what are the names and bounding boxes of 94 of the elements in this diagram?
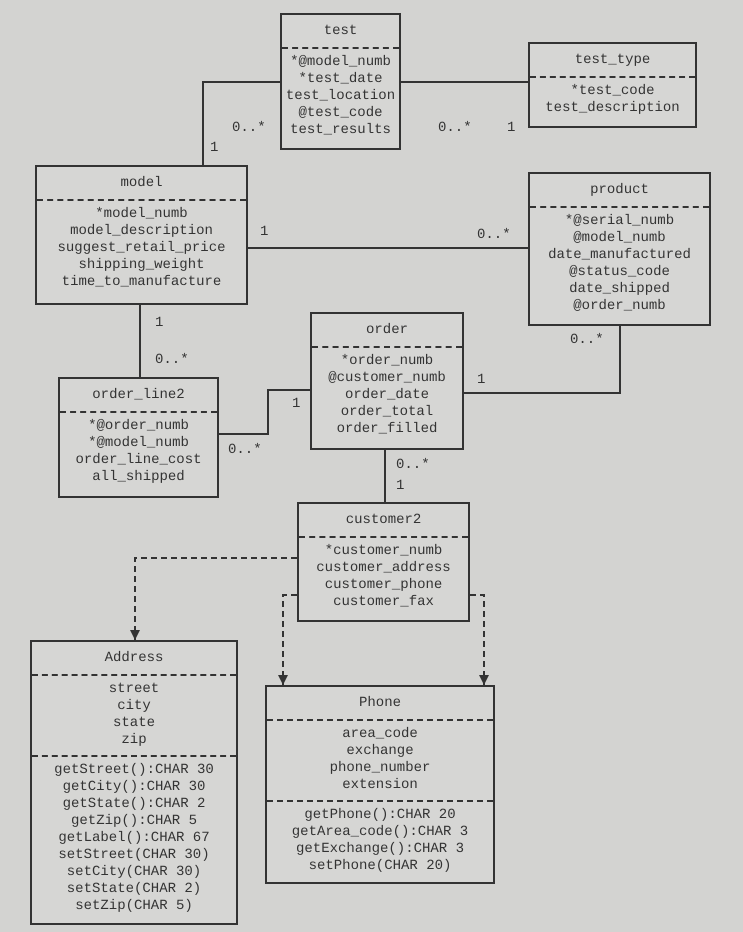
class-name: product <box>590 182 649 198</box>
multiplicity-label: 0..* <box>232 120 266 136</box>
multiplicity-label: 1 <box>260 224 268 240</box>
attribute-text: *@order_numb <box>88 418 189 435</box>
multiplicity-label: 0..* <box>438 120 472 136</box>
class-name: Phone <box>358 694 401 712</box>
class-box <box>35 165 248 305</box>
class-box <box>310 312 464 450</box>
attribute-text: order_total <box>340 404 434 421</box>
multiplicity-label: 1 <box>292 396 300 412</box>
attribute-text: order_line_cost <box>75 452 202 469</box>
attribute-text: city <box>117 698 151 715</box>
method-text: getPhone():CHAR 20 <box>304 807 456 824</box>
attribute-text: suggest_retail_price <box>57 240 226 257</box>
attribute-text: street <box>108 681 160 698</box>
association-line <box>139 305 141 377</box>
class-name: model <box>120 174 162 192</box>
multiplicity-label: 1 <box>396 478 404 494</box>
attribute-text: extension <box>342 777 418 794</box>
class-box <box>58 377 219 498</box>
dependency-arrow <box>470 594 489 685</box>
class-name: customer2 <box>346 512 422 528</box>
attribute-text: @order_numb <box>573 298 666 315</box>
attribute-text: customer_phone <box>324 577 442 594</box>
attribute-text: order_date <box>344 387 429 404</box>
attribute-text: date_manufactured <box>548 247 691 264</box>
attribute-text: @customer_numb <box>328 370 446 387</box>
multiplicity-label: 0..* <box>477 227 511 243</box>
class-box <box>30 640 238 925</box>
class-box <box>297 502 470 622</box>
attribute-text: test_description <box>545 100 680 117</box>
method-text: getLabel():CHAR 67 <box>58 830 210 847</box>
method-text: setState(CHAR 2) <box>66 881 202 898</box>
class-name: test_type <box>574 52 650 68</box>
multiplicity-label: 1 <box>155 315 164 331</box>
class-name: order_line2 <box>92 386 185 404</box>
attribute-text: @test_code <box>298 105 382 122</box>
attribute-text: customer_address <box>316 560 451 577</box>
attribute-text: shipping_weight <box>78 257 205 274</box>
attribute-text: phone_number <box>330 760 430 777</box>
attribute-text: *model_numb <box>95 206 188 223</box>
attribute-text: customer_fax <box>333 594 434 611</box>
attribute-text: order_filled <box>336 421 438 438</box>
attribute-text: @status_code <box>569 264 670 281</box>
association-line <box>248 247 528 249</box>
method-text: getArea_code():CHAR 3 <box>292 824 468 841</box>
attribute-text: *test_date <box>298 71 382 88</box>
multiplicity-label: 0..* <box>228 442 262 458</box>
attribute-text: *test_code <box>570 83 654 100</box>
multiplicity-label: 1 <box>507 120 516 136</box>
association-line <box>219 389 310 435</box>
attribute-text: *customer_numb <box>324 543 442 560</box>
method-text: getCity():CHAR 30 <box>62 779 206 796</box>
multiplicity-label: 1 <box>210 140 218 156</box>
association-line <box>401 81 528 83</box>
attribute-text: area_code <box>342 726 418 743</box>
attribute-text: *@serial_numb <box>564 213 674 230</box>
attribute-text: test_location <box>286 88 396 105</box>
class-box <box>265 685 495 884</box>
multiplicity-label: 0..* <box>570 332 604 348</box>
method-text: getStreet():CHAR 30 <box>54 762 214 779</box>
class-box <box>280 13 401 150</box>
method-text: getExchange():CHAR 3 <box>296 841 464 858</box>
attribute-text: time_to_manufacture <box>62 274 222 291</box>
class-name: test <box>324 22 358 40</box>
attribute-text: test_results <box>290 122 391 139</box>
method-text: setZip(CHAR 5) <box>75 898 193 915</box>
association-line <box>384 450 386 502</box>
method-text: setCity(CHAR 30) <box>66 864 202 881</box>
method-text: getZip():CHAR 5 <box>70 813 198 830</box>
attribute-text: zip <box>121 732 147 749</box>
class-name: Address <box>104 650 164 666</box>
attribute-text: @model_numb <box>573 230 666 247</box>
method-text: getState():CHAR 2 <box>62 796 206 813</box>
dependency-arrow <box>130 557 297 640</box>
method-text: setStreet(CHAR 30) <box>58 847 210 864</box>
attribute-text: *@model_numb <box>290 54 391 71</box>
association-line <box>202 81 280 165</box>
attribute-text: model_description <box>70 223 213 240</box>
multiplicity-label: 0..* <box>155 352 189 368</box>
method-text: setPhone(CHAR 20) <box>308 858 452 875</box>
class-box <box>528 42 697 128</box>
attribute-text: *@model_numb <box>88 435 189 452</box>
attribute-text: exchange <box>346 743 414 760</box>
multiplicity-label: 0..* <box>396 457 430 473</box>
attribute-text: state <box>112 715 155 732</box>
class-name: order <box>366 322 408 338</box>
attribute-text: date_shipped <box>569 281 670 298</box>
attribute-text: all_shipped <box>92 469 185 486</box>
class-box <box>528 172 711 326</box>
attribute-text: *order_numb <box>340 353 434 370</box>
association-line <box>464 326 621 394</box>
dependency-arrow <box>278 594 297 685</box>
multiplicity-label: 1 <box>477 372 486 388</box>
